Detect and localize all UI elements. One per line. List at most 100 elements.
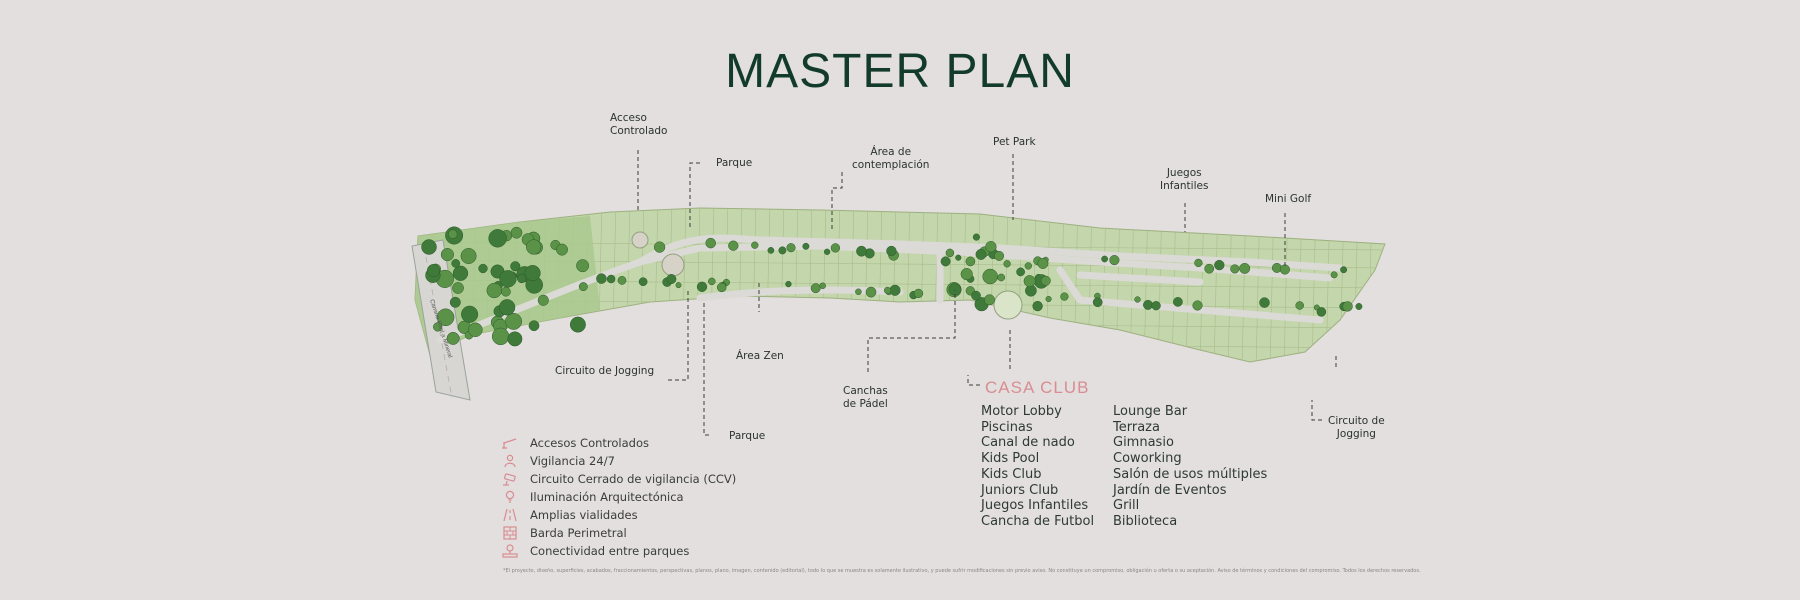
- tree-mark: [913, 288, 924, 299]
- cctv-camera-icon: [503, 473, 516, 486]
- tree-mark: [1109, 255, 1120, 266]
- tree-mark: [982, 268, 998, 285]
- label-pet-park: Pet Park: [993, 136, 1036, 148]
- tree-mark: [1194, 258, 1203, 268]
- feature-item: Circuito Cerrado de vigilancia (CCV): [502, 470, 736, 488]
- tree-mark: [1016, 267, 1025, 277]
- tree-mark: [830, 243, 841, 253]
- tree-mark: [510, 226, 523, 239]
- list-item: Gimnasio: [1113, 435, 1174, 451]
- tree-mark: [1003, 260, 1011, 268]
- list-item: Jardín de Eventos: [1113, 482, 1227, 498]
- tree-mark: [865, 286, 877, 298]
- tree-mark: [696, 281, 708, 292]
- tree-mark: [984, 294, 995, 306]
- casa-club-amenities-col2: Lounge Bar Terraza Gimnasio Coworking Sa…: [1113, 404, 1267, 530]
- tree-mark: [1259, 297, 1270, 308]
- tree-mark: [460, 248, 477, 264]
- tree-mark: [972, 233, 980, 241]
- tree-mark: [1214, 259, 1225, 271]
- tree-mark: [537, 294, 549, 306]
- tree-mark: [1092, 297, 1103, 308]
- tree-mark: [1023, 275, 1036, 288]
- tree-mark: [705, 237, 716, 249]
- tree-mark: [1060, 292, 1069, 301]
- tree-mark: [1101, 255, 1108, 263]
- tree-mark: [451, 259, 461, 268]
- tree-mark: [708, 277, 716, 286]
- tree-mark: [1192, 300, 1203, 311]
- tree-mark: [638, 277, 648, 287]
- tree-mark: [468, 322, 483, 338]
- tree-mark: [486, 282, 502, 299]
- tree-mark: [960, 268, 973, 281]
- tree-mark: [569, 316, 586, 333]
- tree-mark: [802, 242, 810, 250]
- tree-mark: [1295, 301, 1304, 310]
- feature-item: Vigilancia 24/7: [502, 452, 736, 470]
- tree-mark: [856, 245, 867, 257]
- tree-mark: [436, 308, 455, 327]
- tree-mark: [716, 282, 727, 293]
- tree-mark: [576, 259, 590, 273]
- brick-wall-icon: [503, 526, 517, 540]
- list-item: Cancha de Futbol: [981, 513, 1095, 529]
- tree-mark: [889, 284, 901, 296]
- tree-mark: [498, 299, 516, 316]
- feature-item: Accesos Controlados: [502, 434, 736, 452]
- lightbulb-icon: [505, 490, 515, 503]
- list-item: Lounge Bar: [1113, 404, 1188, 419]
- tree-mark: [440, 248, 454, 262]
- label-parque-top: Parque: [716, 157, 753, 169]
- tree-mark: [940, 256, 951, 267]
- tree-mark: [426, 264, 441, 278]
- feature-item: Barda Perimetral: [502, 524, 736, 542]
- tree-mark: [524, 265, 541, 282]
- tree-mark: [491, 327, 510, 346]
- barrier-gate-icon: [502, 438, 517, 449]
- tree-mark: [507, 331, 523, 347]
- tree-mark: [478, 263, 488, 274]
- tree-mark: [855, 288, 862, 296]
- tree-mark: [617, 276, 627, 285]
- tree-mark: [1316, 307, 1327, 317]
- casa-club-amenities-col1: Motor Lobby Piscinas Canal de nado Kids …: [981, 404, 1094, 530]
- tree-mark: [1040, 275, 1051, 286]
- tree-mark: [452, 265, 469, 281]
- tree-mark: [975, 248, 987, 260]
- roundabouts: [631, 231, 1023, 320]
- list-item: Kids Pool: [981, 451, 1040, 467]
- leader-lines: [637, 150, 1337, 436]
- tree-mark: [955, 254, 962, 261]
- feature-item: Conectividad entre parques: [502, 542, 736, 560]
- tree-mark: [997, 273, 1006, 282]
- tree-mark: [810, 283, 821, 294]
- label-mini-golf: Mini Golf: [1265, 193, 1312, 205]
- tree-mark: [883, 286, 892, 294]
- tree-mark: [1204, 263, 1215, 274]
- tree-mark: [488, 229, 507, 248]
- site-area: [414, 207, 1386, 363]
- list-item: Motor Lobby: [981, 404, 1062, 419]
- list-item: Canal de nado: [981, 435, 1075, 451]
- tree-mark: [1151, 301, 1161, 311]
- tree-mark: [819, 282, 826, 290]
- list-item: Kids Club: [981, 466, 1042, 482]
- list-item: Juniors Club: [981, 482, 1059, 498]
- tree-mark: [985, 241, 997, 253]
- tree-mark: [767, 247, 775, 254]
- tree-mark: [728, 240, 739, 251]
- tree-mark: [1173, 297, 1183, 307]
- tree-mark: [526, 239, 542, 255]
- list-item: Salón de usos múltiples: [1113, 466, 1268, 482]
- road-icon: [503, 508, 517, 522]
- tree-mark: [510, 261, 521, 272]
- tree-mark: [1134, 296, 1141, 303]
- tree-mark: [578, 282, 588, 292]
- tree-mark: [433, 322, 443, 332]
